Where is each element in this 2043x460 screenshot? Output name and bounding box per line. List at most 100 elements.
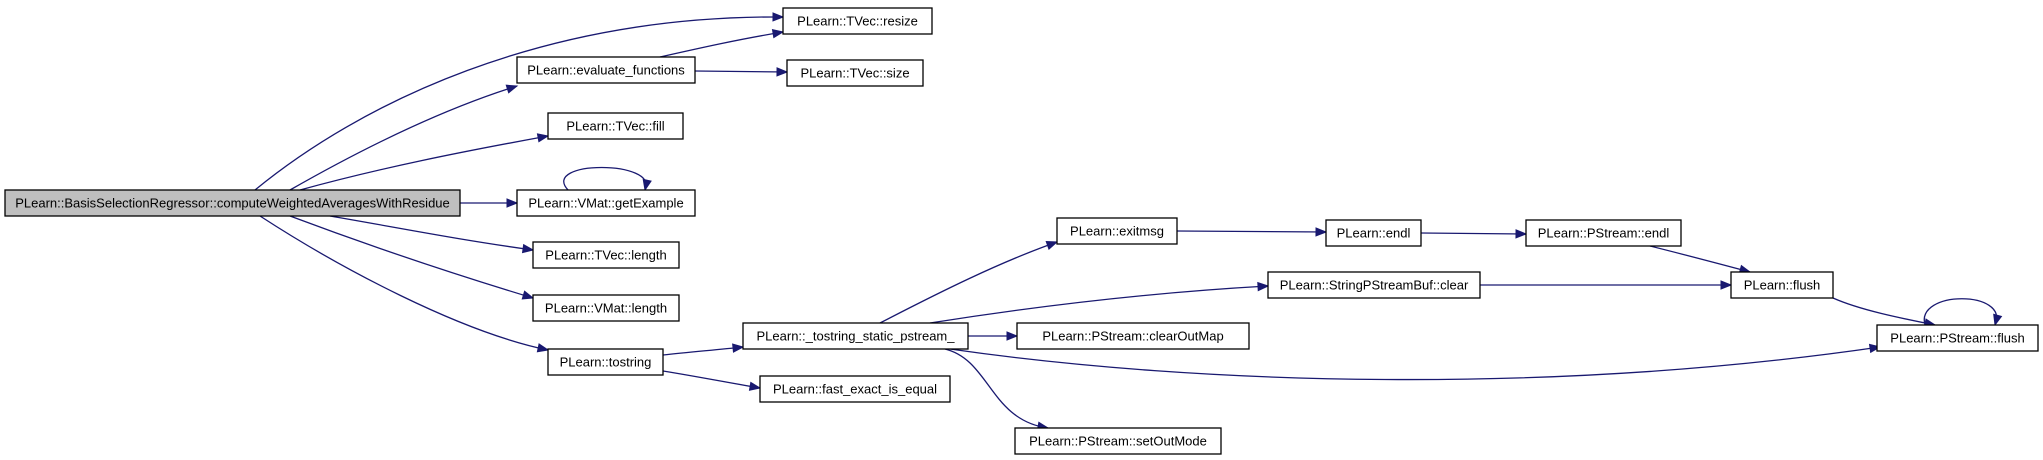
node-box — [547, 112, 684, 140]
arrow-head-icon — [506, 198, 519, 208]
edge-root-to-tvec_resize — [254, 12, 785, 191]
node-exitmsg[interactable]: PLearn::exitmsg — [1056, 217, 1178, 245]
edge-line — [944, 348, 1049, 429]
node-box — [516, 56, 696, 84]
node-box — [1525, 219, 1682, 247]
node-box — [1267, 271, 1481, 299]
edge-endl-to-pstream_endl — [1420, 229, 1528, 239]
node-label: PLearn::tostring — [560, 355, 652, 370]
node-label: PLearn::TVec::length — [545, 248, 666, 263]
node-box — [4, 189, 461, 217]
arrow-head-icon — [521, 243, 535, 254]
edge-tostring_static-to-clearoutmap — [968, 331, 1019, 341]
node-label: PLearn::fast_exact_is_equal — [773, 382, 937, 397]
arrow-head-icon — [1006, 331, 1019, 341]
node-label: PLearn::PStream::clearOutMap — [1042, 329, 1223, 344]
node-label: PLearn::exitmsg — [1070, 224, 1164, 239]
node-box — [1016, 322, 1250, 350]
arrow-head-icon — [771, 29, 785, 39]
node-tvec-fill[interactable]: PLearn::TVec::fill — [547, 112, 684, 140]
node-box — [786, 59, 924, 87]
arrow-head-icon — [1720, 280, 1733, 290]
arrow-head-icon — [536, 133, 550, 143]
arrow-head-icon — [1993, 313, 2003, 327]
node-label: PLearn::endl — [1337, 226, 1411, 241]
node-label: PLearn::PStream::endl — [1538, 226, 1670, 241]
edge-spsb_clear-to-flush — [1480, 280, 1733, 290]
node-evaluate-functions[interactable]: PLearn::evaluate_functions — [516, 56, 696, 84]
node-label: PLearn::VMat::length — [545, 301, 667, 316]
edge-tostring_static-to-setoutmode — [944, 348, 1050, 431]
node-clearoutmap[interactable]: PLearn::PStream::clearOutMap — [1016, 322, 1250, 350]
node-box — [532, 294, 680, 322]
node-vmat-getexample[interactable]: PLearn::VMat::getExample — [516, 189, 696, 217]
node-box — [1325, 219, 1422, 247]
edge-root-to-tvec_length — [329, 215, 535, 254]
node-label: PLearn::PStream::setOutMode — [1029, 434, 1207, 449]
edge-tostring_static-to-exitmsg — [879, 241, 1059, 324]
node-pstream-endl[interactable]: PLearn::PStream::endl — [1525, 219, 1682, 247]
edge-flush-to-pstream_flush — [1832, 297, 1937, 328]
edge-exitmsg-to-endl — [1176, 227, 1328, 237]
node-label: PLearn::StringPStreamBuf::clear — [1280, 278, 1469, 293]
edge-line — [1420, 232, 1527, 235]
edge-evaluate_functions-to-tvec_resize — [659, 29, 785, 58]
node-label: PLearn::TVec::size — [800, 66, 909, 81]
node-box — [782, 7, 933, 35]
arrow-head-icon — [1515, 229, 1528, 239]
node-box — [742, 322, 969, 350]
edge-root-to-evaluate_functions — [289, 84, 519, 191]
edge-line — [1649, 245, 1751, 273]
arrow-head-icon — [772, 12, 785, 22]
node-label: PLearn::BasisSelectionRegressor::compute… — [15, 196, 450, 211]
edge-line — [929, 285, 1269, 324]
edge-line — [1923, 298, 1998, 326]
edge-line — [694, 70, 788, 73]
edge-line — [1832, 297, 1936, 326]
node-flush[interactable]: PLearn::flush — [1730, 271, 1834, 299]
node-box — [759, 375, 951, 403]
node-endl[interactable]: PLearn::endl — [1325, 219, 1422, 247]
edge-line — [299, 135, 549, 191]
edge-line — [259, 215, 549, 351]
arrow-head-icon — [776, 67, 789, 77]
node-label: PLearn::VMat::getExample — [528, 196, 683, 211]
edge-line — [662, 346, 744, 356]
arrow-head-icon — [521, 290, 535, 300]
edge-line — [659, 31, 784, 58]
node-spsb-clear[interactable]: PLearn::StringPStreamBuf::clear — [1267, 271, 1481, 299]
node-tvec-length[interactable]: PLearn::TVec::length — [532, 241, 680, 269]
node-root[interactable]: PLearn::BasisSelectionRegressor::compute… — [4, 189, 461, 217]
node-box — [516, 189, 696, 217]
arrow-head-icon — [748, 381, 762, 391]
edge-tostring-to-fast_exact — [662, 370, 762, 391]
node-label: PLearn::TVec::fill — [566, 119, 664, 134]
node-tostring[interactable]: PLearn::tostring — [547, 348, 664, 376]
edge-line — [254, 16, 784, 191]
node-vmat-length[interactable]: PLearn::VMat::length — [532, 294, 680, 322]
node-box — [1014, 427, 1222, 455]
arrow-head-icon — [536, 343, 550, 353]
node-label: PLearn::evaluate_functions — [527, 63, 685, 78]
edge-line — [662, 370, 761, 389]
node-setoutmode[interactable]: PLearn::PStream::setOutMode — [1014, 427, 1222, 455]
edge-tostring-to-tostring_static — [662, 343, 745, 356]
node-tvec-resize[interactable]: PLearn::TVec::resize — [782, 7, 933, 35]
edge-layer — [254, 12, 2003, 431]
node-box — [1730, 271, 1834, 299]
node-pstream-flush[interactable]: PLearn::PStream::flush — [1876, 324, 2039, 352]
edge-line — [289, 85, 518, 191]
node-label: PLearn::TVec::resize — [797, 14, 918, 29]
node-tvec-size[interactable]: PLearn::TVec::size — [786, 59, 924, 87]
arrow-head-icon — [505, 84, 519, 94]
edge-root-to-vmat_length — [289, 215, 535, 300]
edge-tostring_static-to-spsb_clear — [929, 281, 1270, 324]
edge-pstream_endl-to-flush — [1649, 245, 1752, 274]
edge-line — [879, 241, 1058, 324]
arrow-head-icon — [1045, 241, 1059, 250]
node-box — [532, 241, 680, 269]
node-tostring-static[interactable]: PLearn::_tostring_static_pstream_ — [742, 322, 969, 350]
node-fast-exact[interactable]: PLearn::fast_exact_is_equal — [759, 375, 951, 403]
edge-tostring_static-to-pstream_flush — [949, 343, 1882, 381]
node-label: PLearn::PStream::flush — [1890, 331, 2024, 346]
